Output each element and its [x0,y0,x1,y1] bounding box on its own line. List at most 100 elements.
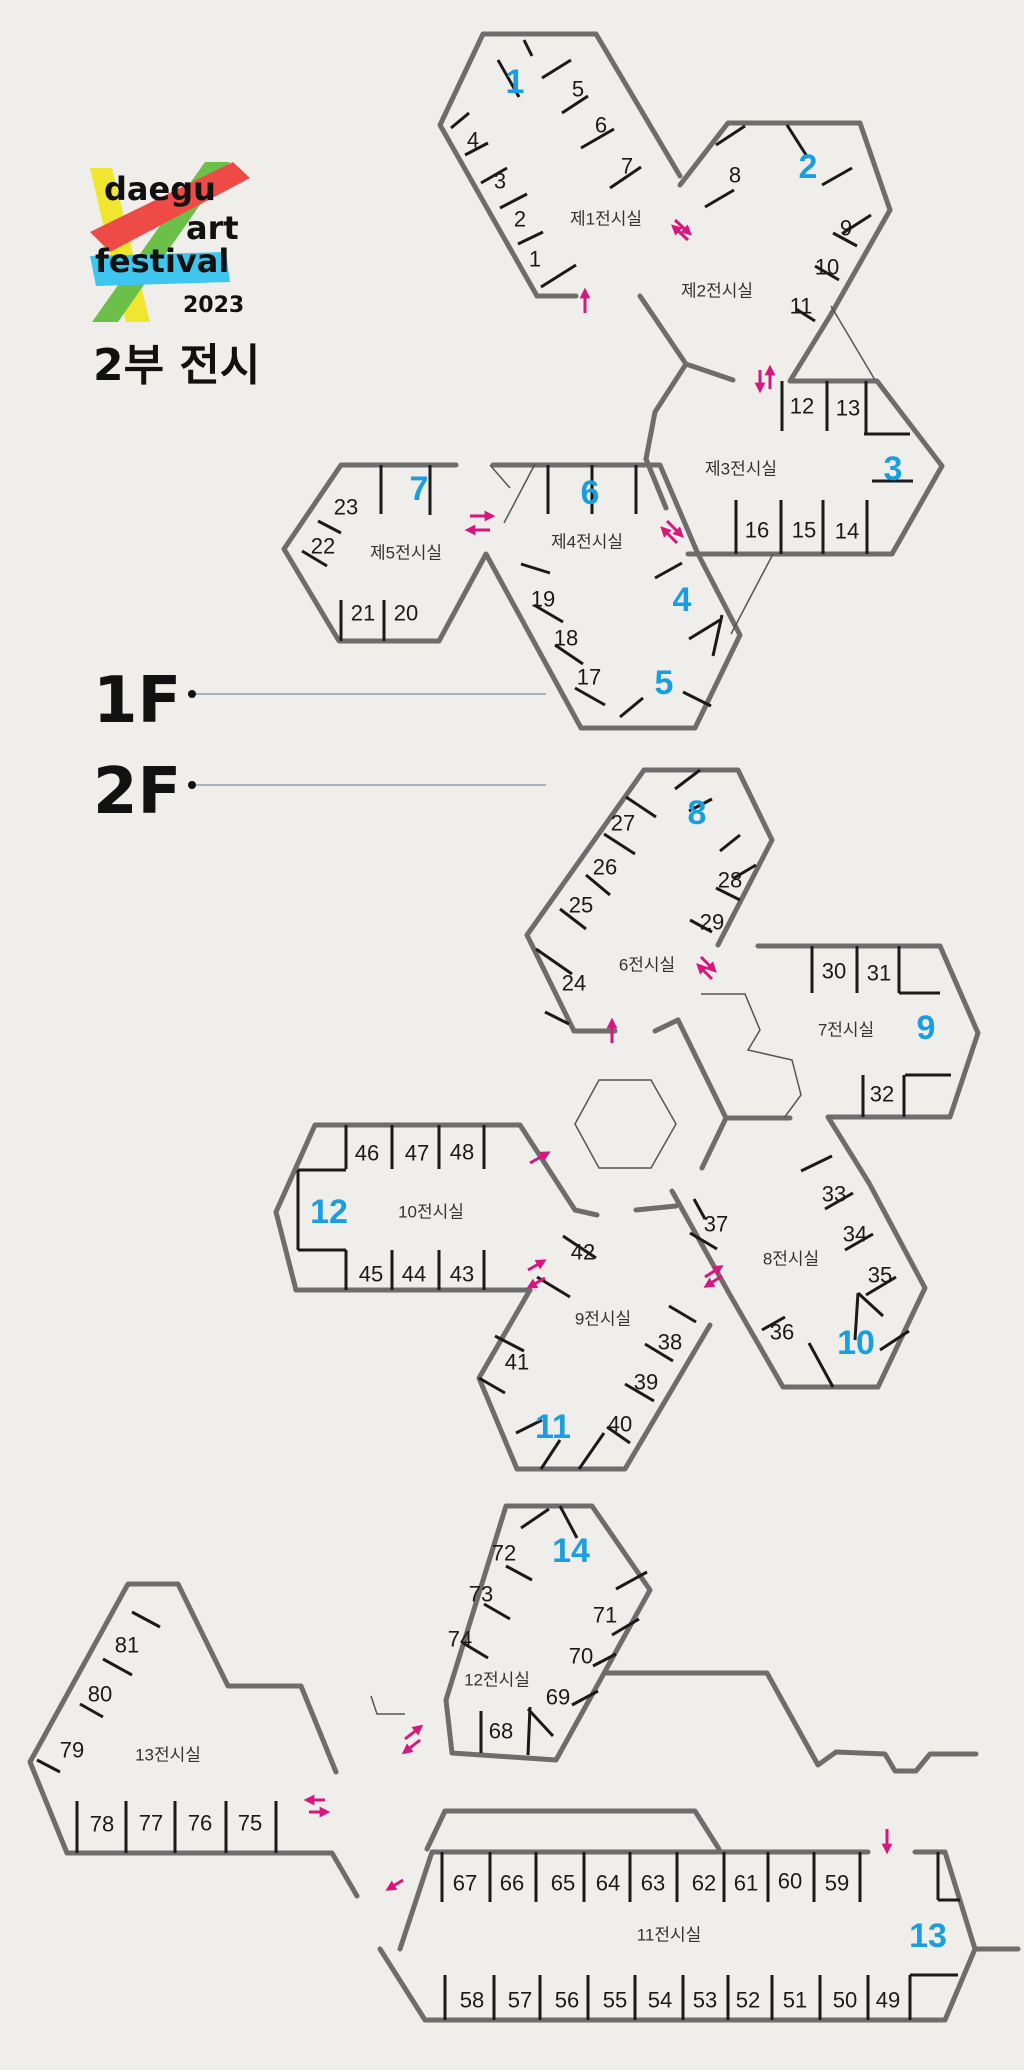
zone-number: 8 [688,794,707,832]
floor-label-2f: 2F [93,755,181,829]
room-label: 7전시실 [818,1021,874,1040]
room-label: 6전시실 [619,956,675,975]
booth-number: 72 [492,1541,516,1566]
zone-number: 14 [552,1532,590,1570]
booth-number: 52 [736,1988,760,2013]
wall-gallery-10 [273,1122,600,1293]
booth-number: 64 [596,1871,620,1896]
booth-number: 13 [836,396,860,421]
booth-number: 51 [783,1988,807,2013]
floor-label-1f: 1F [93,664,181,738]
booth-number: 17 [577,665,601,690]
booth-number: 78 [90,1812,114,1837]
festival-logo: daegu art festival 2023 [90,162,250,322]
booth-number: 59 [825,1871,849,1896]
booth-number: 62 [692,1871,716,1896]
logo-year: 2023 [183,293,244,318]
booth-number: 8 [729,163,741,188]
booth-number: 68 [489,1719,513,1744]
booth-number: 34 [843,1222,867,1247]
zone-number: 1 [506,63,525,101]
arrow-icon [526,1276,546,1289]
wall-gallery-9 [476,1287,713,1472]
booth-number: 43 [450,1262,474,1287]
booth-number: 16 [745,518,769,543]
room-labels: 제1전시실제2전시실제3전시실제4전시실제5전시실6전시실7전시실8전시실9전시… [135,210,874,1945]
floor-dot-2f [188,781,196,789]
zone-number: 11 [535,1408,571,1446]
arrow-icon [665,519,684,538]
booth-number: 27 [611,811,635,836]
floor-dot-1f [188,690,196,698]
booth-number: 15 [792,518,816,543]
booth-number: 40 [608,1412,632,1437]
wall-gallery-10-b [633,1203,679,1213]
booth-number: 23 [334,495,358,520]
booth-number: 25 [569,893,593,918]
booth-number: 79 [60,1738,84,1763]
room-label: 10전시실 [398,1203,464,1222]
booth-number: 20 [394,601,418,626]
arrow-icon [699,955,717,973]
arrow-icon [671,224,690,242]
booth-number: 31 [867,961,891,986]
booth-number: 14 [835,519,859,544]
booth-number: 54 [648,1988,672,2013]
zone-number: 13 [909,1917,947,1955]
room-label: 제1전시실 [570,210,642,229]
room-label: 8전시실 [763,1250,819,1269]
zone-number: 7 [410,470,429,508]
wall-gallery-13 [27,1581,360,1899]
arrow-icon [529,1151,551,1165]
booth-number: 80 [88,1682,112,1707]
booth-number: 77 [139,1811,163,1836]
arrow-icon [527,1259,547,1272]
booth-number: 4 [467,128,479,153]
wall-gallery-2-mid [643,361,689,462]
booth-number: 60 [778,1869,802,1894]
zone-number: 6 [581,474,600,512]
booth-number: 75 [238,1811,262,1836]
booth-number: 74 [448,1627,472,1652]
booth-number: 69 [546,1685,570,1710]
booth-number: 26 [593,855,617,880]
hexagon-outline [574,1079,677,1169]
wall-gallery-11-top [424,1808,722,1852]
logo-red-shape [90,162,250,252]
booth-number: 53 [693,1988,717,2013]
booth-number: 7 [621,154,633,179]
booth-number: 42 [571,1240,595,1265]
zone-number: 4 [673,581,692,619]
wall-gallery-7-b [675,1017,793,1121]
booth-number: 32 [870,1082,894,1107]
arrow-icon [401,1738,421,1755]
zone-number: 12 [310,1193,348,1231]
booth-number: 33 [822,1182,846,1207]
room-label: 제3전시실 [705,460,777,479]
booth-number: 63 [641,1871,665,1896]
booth-number: 45 [359,1262,383,1287]
wall-gallery-2 [677,120,945,557]
arrow-icon [404,1724,424,1741]
arrow-icon [385,1878,404,1891]
booth-number: 35 [868,1263,892,1288]
booth-number: 1 [529,247,541,272]
booth-number: 48 [450,1140,474,1165]
booth-number: 36 [770,1320,794,1345]
booth-number: 57 [508,1988,532,2013]
booth-number: 49 [876,1988,900,2013]
wall-gallery-4 [281,462,743,731]
booth-number: 37 [704,1212,728,1237]
wall-gallery-12-corr [602,1670,979,1774]
wall-gallery-7-c [699,1115,729,1171]
wall-gallery-11 [397,1849,871,1952]
walls [27,31,1021,2023]
booth-number: 5 [572,77,584,102]
logo-cyan-shape [90,252,230,286]
page-title: 2부 전시 [93,340,260,391]
floor-markers: 1F 2F [93,664,546,829]
wall-gallery-11-bot [377,1849,978,2023]
booth-number: 19 [531,587,555,612]
logo-line3: festival [95,242,229,280]
